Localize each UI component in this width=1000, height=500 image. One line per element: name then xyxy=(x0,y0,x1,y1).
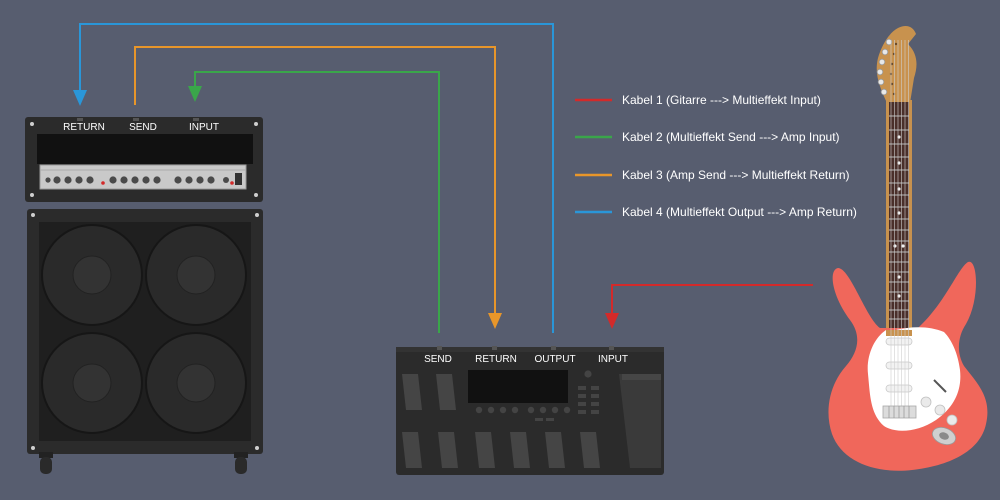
footswitch xyxy=(436,374,456,410)
pickup-selector xyxy=(933,379,947,393)
cable-3-line xyxy=(134,46,496,318)
multieffect-display xyxy=(468,370,568,403)
multieffect-pedal-icon xyxy=(396,346,664,475)
amp-led xyxy=(101,181,105,185)
footswitch xyxy=(402,432,422,468)
legend-label: Kabel 3 (Amp Send ---> Multieffekt Retur… xyxy=(622,168,850,182)
footswitch xyxy=(438,432,458,468)
cabinet-caster xyxy=(234,452,248,474)
frets xyxy=(889,115,909,320)
cable-2-arrowhead xyxy=(188,86,202,102)
speaker-cone xyxy=(41,332,143,434)
footswitch xyxy=(475,432,495,468)
pickup xyxy=(885,361,913,370)
footswitch xyxy=(402,374,422,410)
footswitch xyxy=(545,432,565,468)
control-knob xyxy=(920,396,932,408)
cables xyxy=(79,23,813,333)
control-knob xyxy=(934,404,946,416)
amp-jack-label-return: RETURN xyxy=(63,122,105,133)
amp-led xyxy=(230,181,234,185)
speaker-cone xyxy=(41,224,143,326)
amp-head-icon xyxy=(25,117,263,202)
electric-guitar-icon xyxy=(828,26,988,471)
multieffect-buttons xyxy=(475,370,599,421)
legend-item: Kabel 2 (Multieffekt Send ---> Amp Input… xyxy=(575,130,840,144)
tuning-peg xyxy=(876,38,893,96)
cable-4-line xyxy=(79,23,554,333)
amp-knobs xyxy=(45,176,229,184)
cable-2-line xyxy=(194,71,440,333)
guitar-fretboard xyxy=(889,102,909,334)
footswitch xyxy=(580,432,600,468)
legend-label: Kabel 2 (Multieffekt Send ---> Amp Input… xyxy=(622,130,840,144)
cabinet-caster xyxy=(39,452,53,474)
cable-1-line xyxy=(611,284,813,318)
output-jack-plate xyxy=(931,427,957,445)
cable-3-arrowhead xyxy=(488,313,502,329)
fx-jack-label-send: SEND xyxy=(424,354,452,365)
expression-pedal xyxy=(619,374,661,468)
pickup xyxy=(885,384,913,393)
guitar-headstock xyxy=(876,26,917,103)
amp-power-switch xyxy=(235,173,242,185)
fx-jack-label-output: OUTPUT xyxy=(534,354,575,365)
speaker-cone xyxy=(145,224,247,326)
footswitch xyxy=(510,432,530,468)
speaker-cone xyxy=(145,332,247,434)
legend-label: Kabel 1 (Gitarre ---> Multieffekt Input) xyxy=(622,93,821,107)
control-knob xyxy=(946,414,958,426)
amp-jack-label-send: SEND xyxy=(129,122,157,133)
legend-item: Kabel 3 (Amp Send ---> Multieffekt Retur… xyxy=(575,168,850,182)
amp-jack-label-input: INPUT xyxy=(189,122,219,133)
fx-jack-label-input: INPUT xyxy=(598,354,628,365)
cable-4-arrowhead xyxy=(73,90,87,106)
legend-label: Kabel 4 (Multieffekt Output ---> Amp Ret… xyxy=(622,205,857,219)
legend-item: Kabel 1 (Gitarre ---> Multieffekt Input) xyxy=(575,93,821,107)
guitar-bridge xyxy=(882,405,917,419)
fx-jack-label-return: RETURN xyxy=(475,354,517,365)
cable-arrows xyxy=(73,86,619,329)
pickup xyxy=(885,337,913,346)
guitar-strings xyxy=(890,40,909,412)
cable-legend: Kabel 1 (Gitarre ---> Multieffekt Input)… xyxy=(575,93,857,219)
speaker-cabinet-icon xyxy=(27,209,263,474)
cable-1-arrowhead xyxy=(605,313,619,329)
legend-item: Kabel 4 (Multieffekt Output ---> Amp Ret… xyxy=(575,205,857,219)
